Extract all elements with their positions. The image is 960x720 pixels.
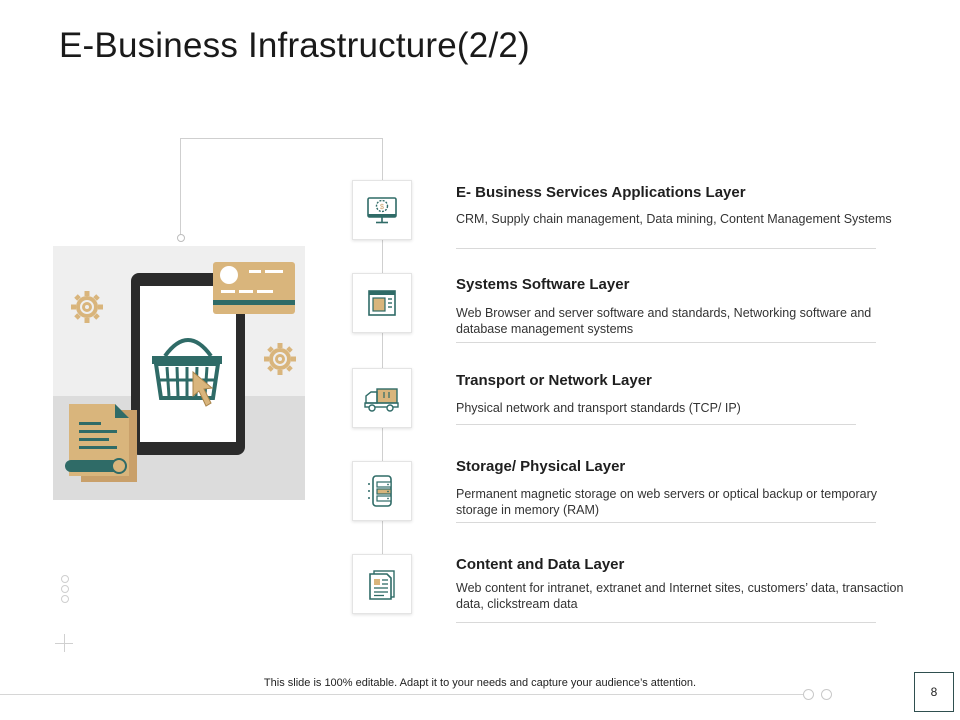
connector-vertical-left	[180, 138, 181, 235]
layer-4-title: Storage/ Physical Layer	[456, 458, 626, 475]
decor-dot-1	[61, 575, 69, 583]
layer-1-title: E- Business Services Applications Layer	[456, 184, 746, 201]
layer-1-icon-box: $	[352, 180, 412, 240]
connector-horizontal-top	[180, 138, 383, 139]
layer-5-description: Web content for intranet, extranet and I…	[456, 581, 904, 611]
connector-vertical-main	[382, 138, 383, 590]
layer-3-icon-box	[352, 368, 412, 428]
page-number: 8	[914, 672, 954, 712]
slide-title: E-Business Infrastructure(2/2)	[59, 26, 530, 65]
layer-2-icon-box	[352, 273, 412, 333]
ecommerce-illustration	[53, 246, 305, 500]
decor-dot-3	[61, 595, 69, 603]
monitor-dollar-icon: $	[367, 197, 397, 224]
footer-note: This slide is 100% editable. Adapt it to…	[263, 677, 697, 689]
layer-5-title: Content and Data Layer	[456, 556, 625, 573]
layer-1-divider	[456, 248, 876, 249]
layer-5-icon-box	[352, 554, 412, 614]
layer-3-title: Transport or Network Layer	[456, 372, 652, 389]
footer-ring-1	[803, 689, 814, 700]
layer-4-icon-box	[352, 461, 412, 521]
tablet-shopping-icon	[65, 262, 296, 482]
layer-3-description: Physical network and transport standards…	[456, 401, 741, 415]
layer-5-divider	[456, 622, 876, 623]
layer-2-title: Systems Software Layer	[456, 276, 630, 293]
phone-server-icon	[368, 475, 392, 507]
software-window-icon	[368, 290, 396, 316]
document-icon	[369, 570, 395, 600]
connector-end-dot	[177, 234, 185, 242]
svg-text:$: $	[380, 204, 384, 211]
footer-ring-2	[821, 689, 832, 700]
layer-2-divider	[456, 342, 876, 343]
layer-4-description: Permanent magnetic storage on web server…	[456, 487, 878, 517]
delivery-truck-icon	[364, 388, 399, 412]
footer-rule	[0, 694, 805, 695]
layer-1-description: CRM, Supply chain management, Data minin…	[456, 212, 892, 226]
layer-4-divider	[456, 522, 876, 523]
decor-plus-vertical	[64, 634, 65, 652]
layer-2-description: Web Browser and server software and stan…	[456, 306, 872, 336]
decor-dot-2	[61, 585, 69, 593]
layer-3-divider	[456, 424, 856, 425]
